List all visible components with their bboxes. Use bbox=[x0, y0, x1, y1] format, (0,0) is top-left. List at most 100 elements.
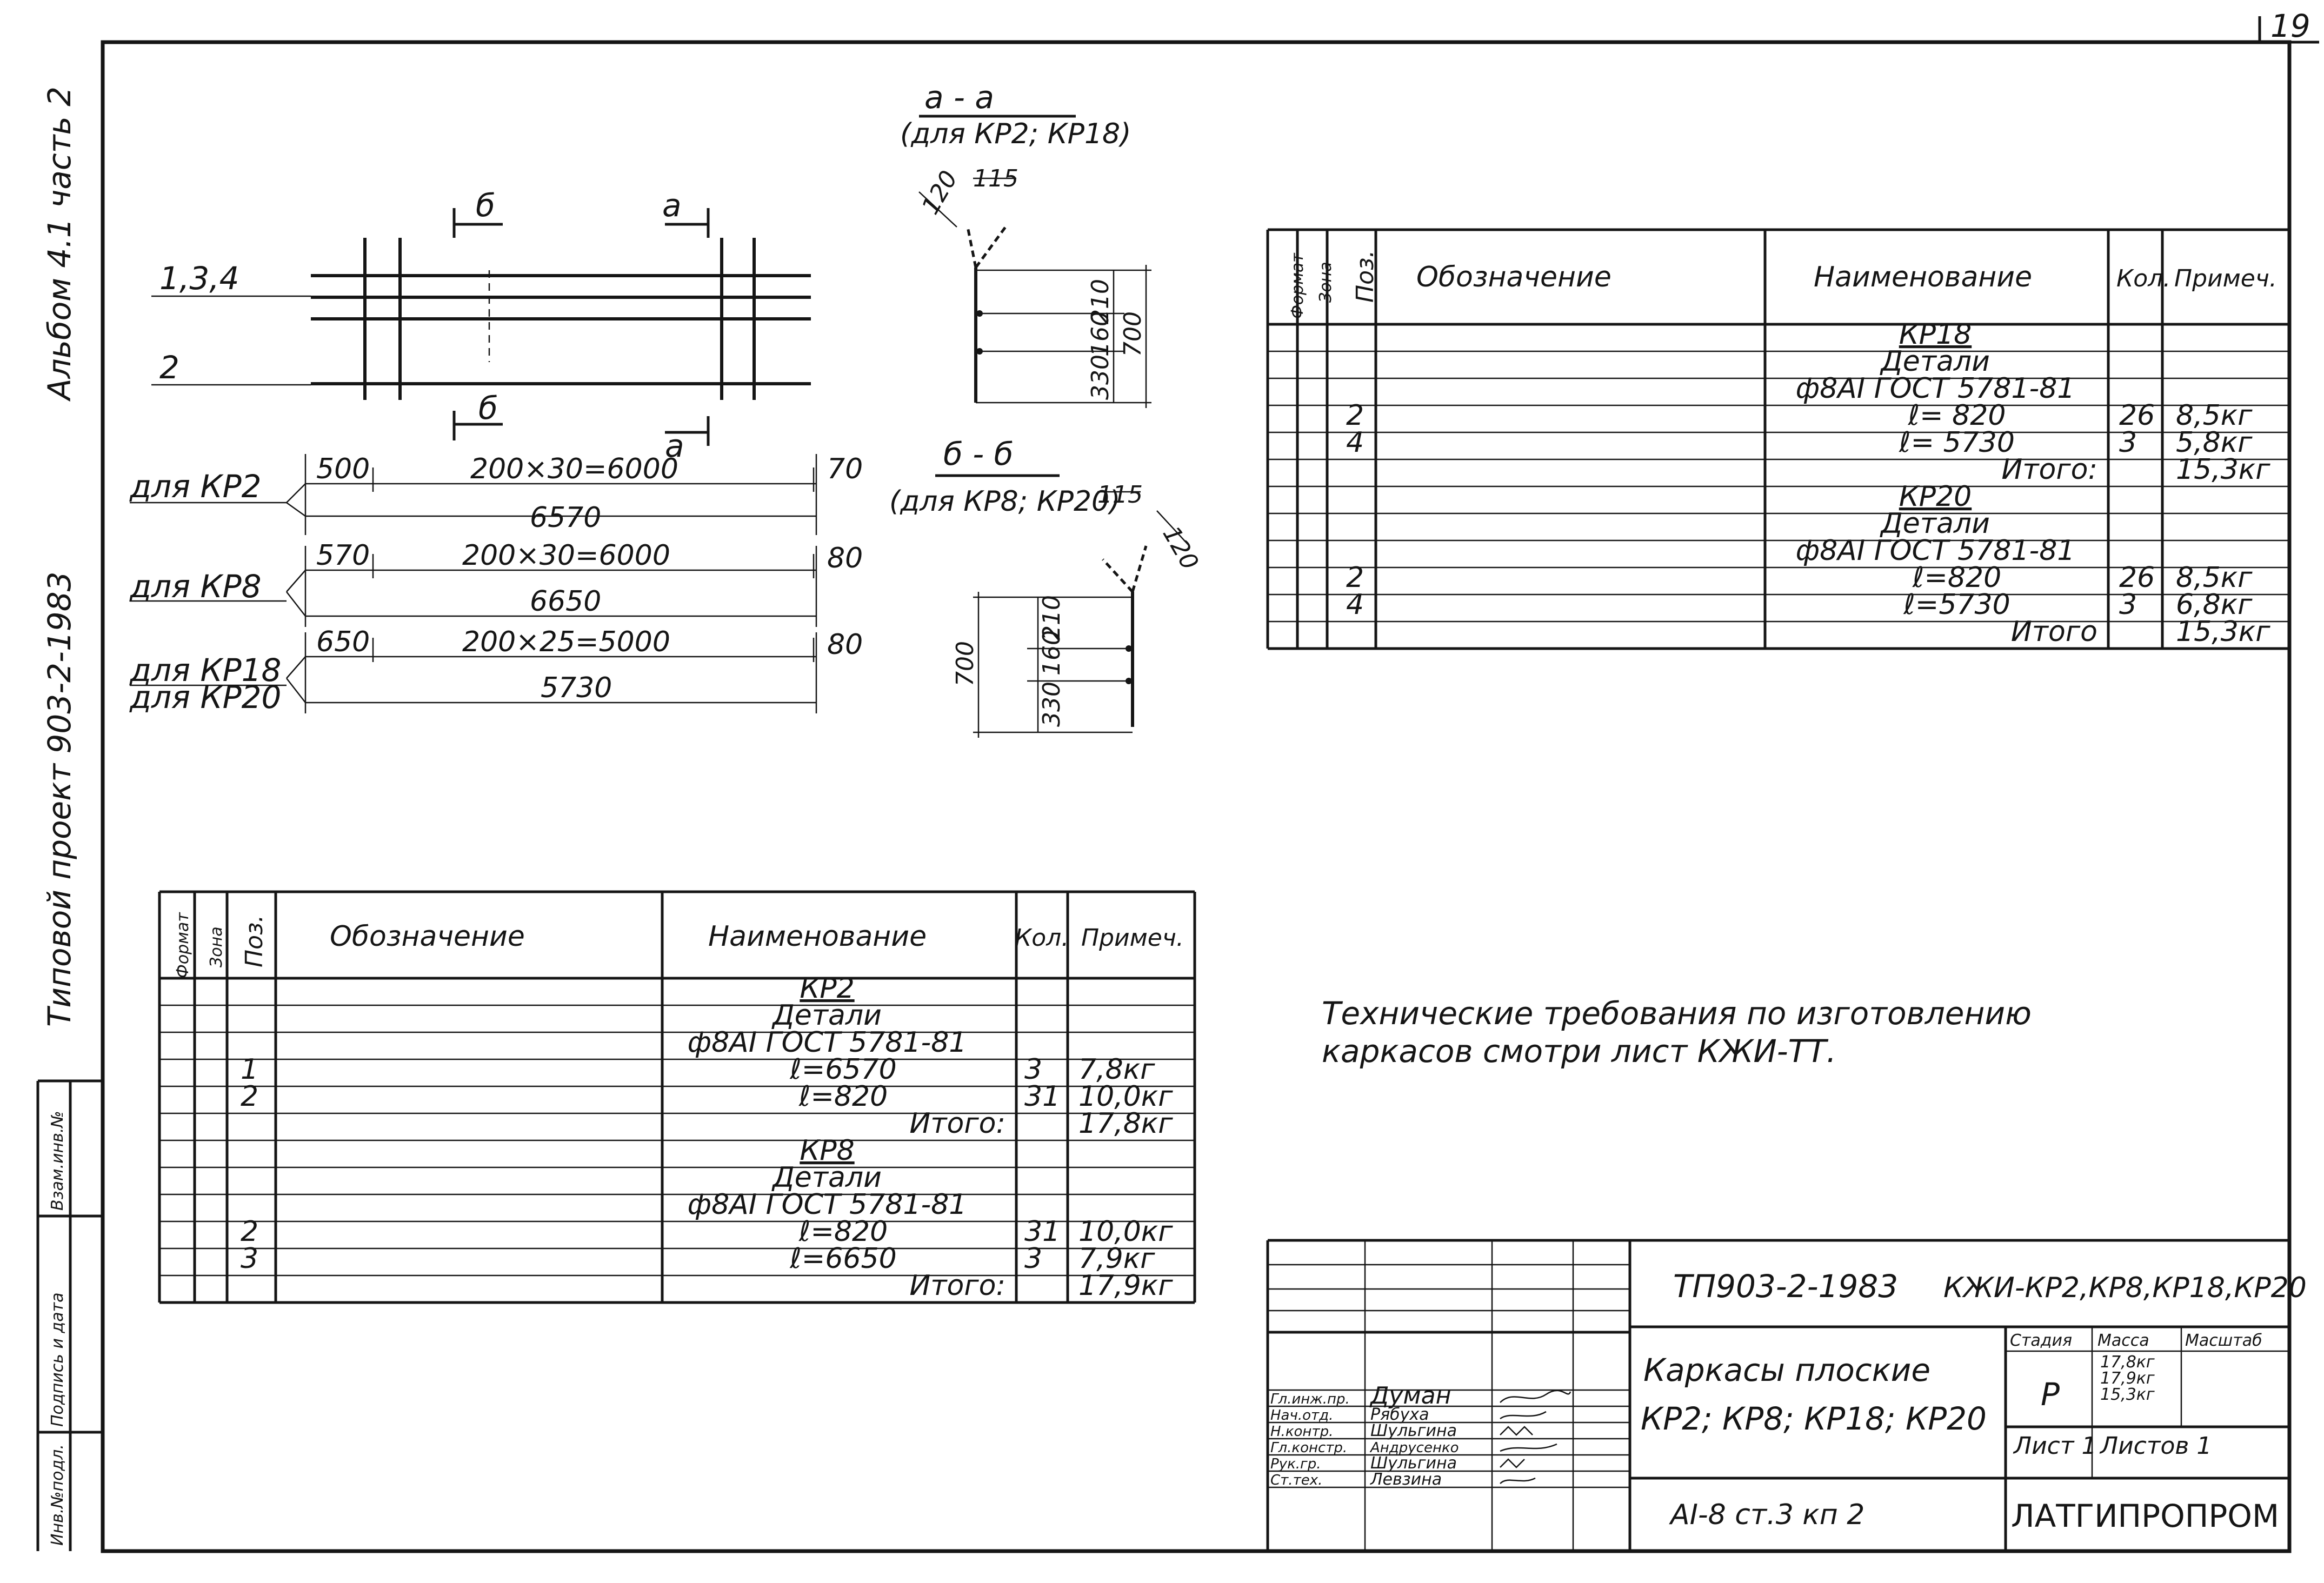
header-designation: Обозначение bbox=[1416, 261, 1612, 293]
dim-row-label: для КР2 bbox=[129, 468, 262, 505]
staff-name: Рябуха bbox=[1370, 1405, 1429, 1424]
cell-name: Итого: bbox=[909, 1107, 1005, 1140]
cell-note: 17,9кг bbox=[1078, 1270, 1173, 1302]
cell-qty: 31 bbox=[1024, 1215, 1060, 1248]
cell-name: КР8 bbox=[800, 1134, 854, 1167]
stage-value: Р bbox=[2041, 1376, 2060, 1413]
section-mark-b-bottom: б bbox=[478, 390, 498, 426]
table-row: 2 ℓ=820 31 10,0кг bbox=[241, 1215, 1173, 1248]
material: АI-8 ст.3 кп 2 bbox=[1669, 1499, 1864, 1531]
cell-name: ℓ=5730 bbox=[1903, 589, 2010, 621]
dim-left: 650 bbox=[316, 626, 370, 658]
cell-qty: 3 bbox=[2119, 589, 2137, 621]
staff-role: Гл.инж.пр. bbox=[1270, 1391, 1350, 1407]
cell-name: Детали bbox=[1880, 345, 1990, 378]
mass-value-1: 17,8кг bbox=[2100, 1353, 2155, 1372]
cell-pos: 4 bbox=[1346, 589, 1364, 621]
header-zone: Зона bbox=[207, 926, 226, 967]
dim-left: 500 bbox=[316, 453, 370, 485]
cell-name: ℓ= 5730 bbox=[1899, 426, 2015, 459]
header-qty: Кол. bbox=[1015, 924, 1069, 952]
cell-name: КР18 bbox=[1899, 318, 1972, 351]
bar-label-1-3-4: 1,3,4 bbox=[159, 260, 239, 297]
mass-value-3: 15,3кг bbox=[2100, 1385, 2155, 1404]
section-b-b: б - б (для КР8; КР20) 115 120 210 160 33… bbox=[889, 436, 1204, 738]
dim-total: 6570 bbox=[530, 502, 601, 534]
cell-name: КР20 bbox=[1899, 480, 1972, 513]
section-mark-a-top: а bbox=[662, 187, 682, 224]
table-row: Детали bbox=[1880, 345, 1990, 378]
dim-115: 115 bbox=[973, 165, 1018, 192]
header-designation: Обозначение bbox=[330, 920, 525, 953]
cell-note: 5,8кг bbox=[2176, 426, 2253, 459]
sheet-label: Лист 1 bbox=[2013, 1432, 2096, 1460]
section-subtitle: (для КР2; КР18) bbox=[900, 118, 1131, 150]
doc-code: ТП903-2-1983 bbox=[1673, 1268, 1898, 1305]
stamp-cell-replace: Взам.инв.№ bbox=[48, 1111, 67, 1211]
header-format: Формат bbox=[174, 912, 192, 978]
staff-name: Шульгина bbox=[1370, 1421, 1457, 1440]
cell-note: 15,3кг bbox=[2176, 453, 2270, 486]
header-name: Наименование bbox=[708, 920, 927, 953]
staff-role: Гл.констр. bbox=[1270, 1440, 1347, 1456]
dim-mid: 200×25=5000 bbox=[462, 626, 670, 658]
dim-mid: 200×30=6000 bbox=[462, 539, 670, 572]
cell-pos: 4 bbox=[1346, 426, 1364, 459]
mass-label: Масса bbox=[2097, 1331, 2149, 1350]
header-note: Примеч. bbox=[2174, 265, 2277, 292]
dim-mid: 200×30=6000 bbox=[470, 453, 678, 485]
dim-total: 5730 bbox=[541, 672, 612, 704]
cell-note: 8,5кг bbox=[2176, 562, 2253, 594]
table-row: ф8АI ГОСТ 5781-81 bbox=[688, 1026, 967, 1059]
section-subtitle: (для КР8; КР20) bbox=[889, 485, 1120, 518]
bar-label-2: 2 bbox=[159, 349, 179, 386]
staff-role: Н.контр. bbox=[1270, 1424, 1333, 1440]
staff-list: Гл.инж.пр. Думан Нач.отд. Рябуха Н.контр… bbox=[1270, 1382, 1459, 1489]
note-line-2: каркасов смотри лист КЖИ-ТТ. bbox=[1322, 1033, 1836, 1070]
staff-role: Нач.отд. bbox=[1270, 1407, 1333, 1424]
staff-role: Рук.гр. bbox=[1270, 1456, 1321, 1472]
cell-pos: 2 bbox=[1346, 399, 1364, 432]
cell-note: 7,8кг bbox=[1078, 1053, 1155, 1086]
spec-table-header: Формат Зона Поз. Обозначение Наименовани… bbox=[1288, 250, 2277, 319]
cell-qty: 3 bbox=[1024, 1053, 1042, 1086]
table-row: Итого:15,3кг bbox=[2001, 453, 2270, 486]
cell-qty: 26 bbox=[2119, 562, 2155, 594]
table-row: Итого:17,9кг bbox=[909, 1270, 1173, 1302]
cell-name: ℓ=820 bbox=[798, 1215, 888, 1248]
cell-qty: 26 bbox=[2119, 399, 2155, 432]
cell-name: ℓ=820 bbox=[798, 1080, 888, 1113]
title-block: ТП903-2-1983 КЖИ-КР2,КР8,КР18,КР20 Карка… bbox=[1266, 1239, 2307, 1551]
cell-name: ф8АI ГОСТ 5781-81 bbox=[1796, 372, 2075, 405]
section-a-a: а - а (для КР2; КР18) 120 115 210 160 33… bbox=[900, 79, 1151, 408]
section-title: б - б bbox=[943, 436, 1013, 472]
staff-name: Левзина bbox=[1370, 1470, 1442, 1489]
sheets-label: Листов 1 bbox=[2099, 1432, 2212, 1460]
left-margin: Альбом 4.1 часть 2 Типовой проект 903-2-… bbox=[36, 86, 103, 1551]
dim-210: 210 bbox=[1038, 595, 1066, 640]
cell-note: 10,0кг bbox=[1078, 1080, 1173, 1113]
scale-label: Масштаб bbox=[2185, 1331, 2262, 1350]
note-line-1: Технические требования по изготовлению bbox=[1322, 995, 2032, 1032]
dim-700: 700 bbox=[951, 641, 979, 686]
table-row: КР18 bbox=[1899, 318, 1972, 351]
cell-note: 8,5кг bbox=[2176, 399, 2253, 432]
cell-pos: 2 bbox=[241, 1215, 258, 1248]
project-label: Типовой проект 903-2-1983 bbox=[41, 571, 78, 1027]
dim-row-label-2: для КР20 bbox=[129, 679, 281, 716]
cell-note: 10,0кг bbox=[1078, 1215, 1173, 1248]
table-row: Детали bbox=[771, 999, 882, 1032]
cell-pos: 3 bbox=[241, 1243, 258, 1275]
technical-notes: Технические требования по изготовлению к… bbox=[1322, 995, 2032, 1070]
sheet-frame bbox=[101, 16, 2319, 1553]
table-row: ф8АI ГОСТ 5781-81 bbox=[1796, 372, 2075, 405]
dim-700: 700 bbox=[1119, 311, 1147, 357]
table-row: ф8АI ГОСТ 5781-81 bbox=[688, 1188, 967, 1221]
